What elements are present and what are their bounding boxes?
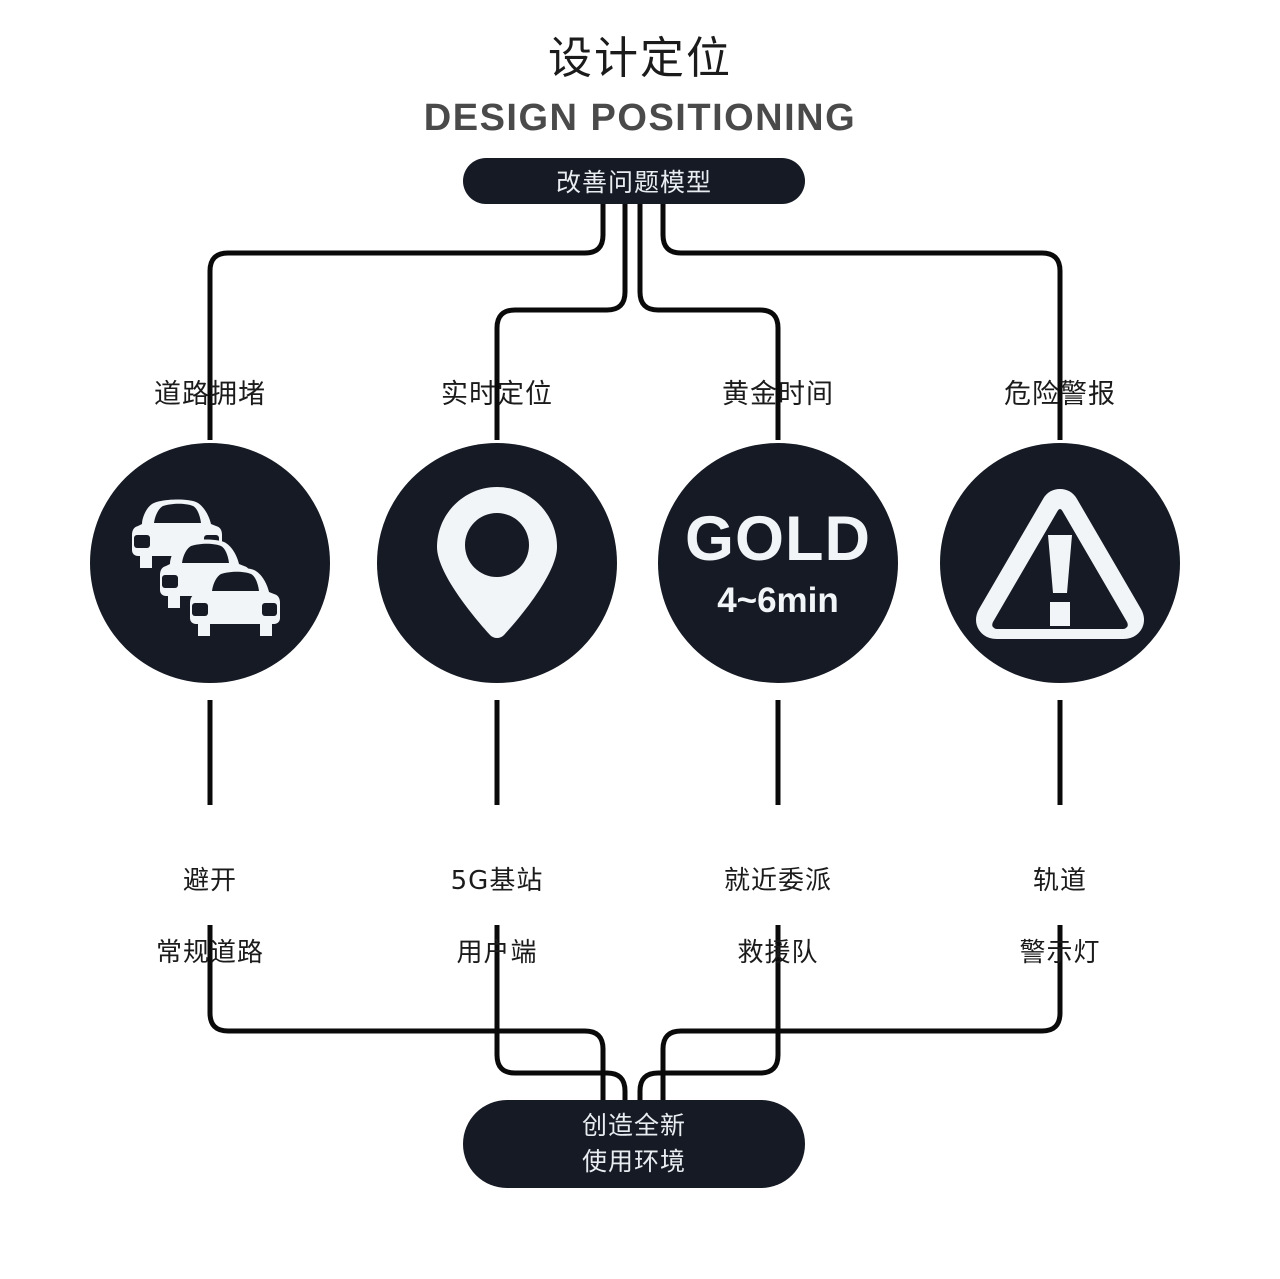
outcome-label-danger-alert: 轨道 警示灯	[930, 827, 1190, 971]
bottom-node-line-2: 使用环境	[581, 1147, 686, 1176]
branch-label-danger-alert: 危险警报	[1004, 379, 1116, 410]
icon-circle-road-congestion[interactable]	[90, 443, 330, 683]
wire-top-3	[637, 204, 781, 440]
warning-triangle-icon	[972, 483, 1148, 643]
outcome-label-golden-time: 就近委派 救援队	[648, 827, 908, 971]
wire-bot-3	[637, 925, 781, 1100]
icon-circle-danger-alert[interactable]	[940, 443, 1180, 683]
wire-bot-1	[207, 925, 606, 1100]
gold-text-main: GOLD	[685, 504, 871, 574]
branch-label-road-congestion: 道路拥堵	[154, 379, 266, 410]
outcome-line-2: 救援队	[737, 938, 819, 968]
wire-top-1	[207, 204, 606, 440]
outcome-label-realtime-positioning: 5G基站 用户端	[367, 827, 627, 971]
outcome-line-2: 用户端	[456, 938, 538, 968]
icon-circle-realtime-positioning[interactable]	[377, 443, 617, 683]
outcome-line-1: 5G基站	[450, 866, 544, 896]
gold-text-sub: 4~6min	[717, 581, 839, 620]
wire-top-2	[494, 204, 628, 440]
page-title-en: DESIGN POSITIONING	[423, 97, 857, 139]
bottom-node-line-1: 创造全新	[581, 1111, 686, 1140]
top-node-label: 改善问题模型	[555, 168, 712, 197]
outcome-line-2: 警示灯	[1019, 938, 1101, 968]
page-title-cn: 设计定位	[548, 33, 732, 84]
map-pin-icon	[427, 483, 567, 643]
top-node-improve-problem-model[interactable]: 改善问题模型	[463, 158, 805, 204]
outcome-line-1: 就近委派	[723, 866, 832, 896]
wire-top-4	[660, 204, 1063, 440]
wire-bot-2	[494, 925, 628, 1100]
wire-bot-4	[660, 925, 1063, 1100]
outcome-line-2: 常规道路	[155, 938, 264, 968]
traffic-jam-icon	[130, 488, 290, 638]
bottom-node-create-new-environment[interactable]: 创造全新 使用环境	[463, 1100, 805, 1188]
icon-circle-golden-time[interactable]: GOLD 4~6min	[658, 443, 898, 683]
outcome-line-1: 轨道	[1032, 866, 1087, 896]
outcome-line-1: 避开	[182, 866, 237, 896]
branch-label-realtime-positioning: 实时定位	[441, 379, 553, 410]
gold-time-icon: GOLD 4~6min	[685, 504, 871, 620]
outcome-label-road-congestion: 避开 常规道路	[80, 827, 340, 971]
branch-label-golden-time: 黄金时间	[722, 379, 834, 410]
